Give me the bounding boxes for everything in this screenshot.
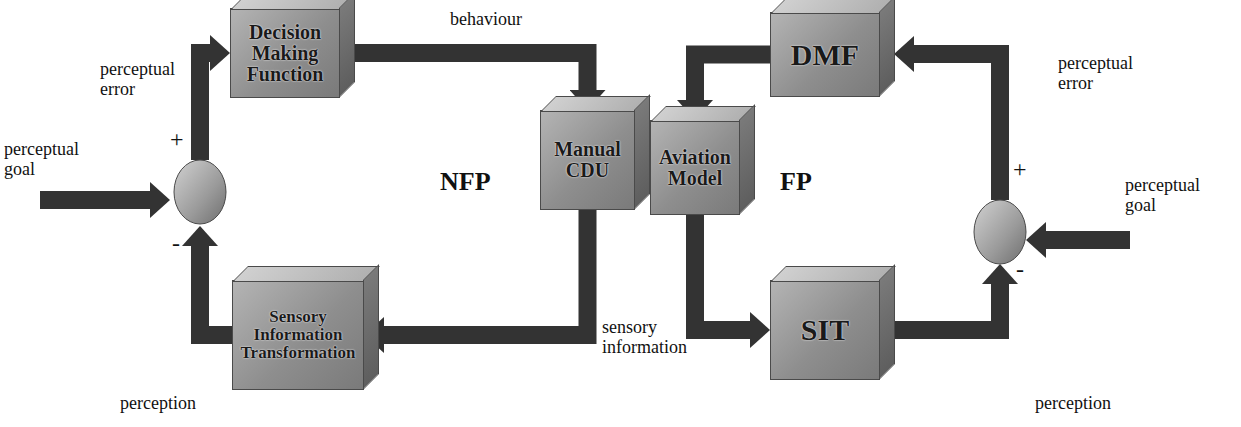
text-holder: Decision Making Function bbox=[237, 22, 333, 85]
cube-top-face bbox=[770, 266, 896, 282]
signal-label: perceptual error bbox=[1058, 54, 1148, 94]
text-holder: Sensory Information Transformation bbox=[239, 308, 357, 362]
signal-label: perceptual error bbox=[100, 60, 190, 100]
signal-label: perception bbox=[1035, 394, 1135, 414]
comparator bbox=[174, 160, 226, 224]
text-holder: Manual CDU bbox=[547, 139, 628, 181]
perception-arrow bbox=[200, 246, 232, 335]
signal-label: perceptual goal bbox=[4, 140, 94, 180]
signal-label: - bbox=[172, 230, 192, 256]
process-cube: Aviation Model bbox=[650, 120, 740, 215]
cube-side-face bbox=[739, 104, 755, 215]
cube-side-face bbox=[634, 94, 650, 210]
node-text: DMF bbox=[777, 39, 873, 71]
node-text: Aviation Model bbox=[657, 147, 733, 189]
cube-top-face bbox=[232, 266, 380, 282]
cube-side-face bbox=[339, 0, 355, 98]
text-holder: DMF bbox=[777, 39, 873, 71]
loop-name: FP bbox=[780, 168, 830, 197]
text-holder: SIT bbox=[777, 314, 873, 346]
error-arrow bbox=[914, 54, 1000, 200]
node-text: Decision Making Function bbox=[237, 22, 333, 85]
goal-arrow bbox=[40, 191, 150, 209]
signal-label: - bbox=[1016, 256, 1036, 282]
node-text: Sensory Information Transformation bbox=[239, 308, 357, 362]
edge-label: behaviour bbox=[450, 10, 550, 30]
process-cube: DMF bbox=[770, 12, 880, 97]
loop-name: NFP bbox=[440, 168, 510, 197]
text-holder: Aviation Model bbox=[657, 147, 733, 189]
flow-arrow bbox=[695, 215, 750, 330]
signal-label: + bbox=[170, 126, 190, 152]
signal-label: + bbox=[1013, 156, 1033, 182]
cube-side-face bbox=[879, 0, 895, 97]
cube-top-face bbox=[770, 0, 896, 14]
process-cube: SIT bbox=[770, 280, 880, 380]
comparator bbox=[974, 200, 1026, 264]
cube-side-face bbox=[879, 264, 895, 380]
flow-arrow bbox=[340, 53, 588, 90]
signal-label: perceptual goal bbox=[1125, 176, 1225, 216]
edge-label: sensory information bbox=[602, 318, 702, 358]
cube-side-face bbox=[363, 264, 379, 390]
perception-arrow bbox=[894, 284, 1000, 330]
cube-top-face bbox=[230, 0, 356, 10]
flow-arrow bbox=[695, 55, 770, 101]
signal-label: perception bbox=[120, 394, 220, 414]
process-cube: Decision Making Function bbox=[230, 8, 340, 98]
error-arrow bbox=[200, 53, 210, 160]
goal-arrow bbox=[1046, 231, 1130, 249]
flow-arrow bbox=[384, 210, 588, 335]
process-cube: Sensory Information Transformation bbox=[232, 280, 364, 390]
node-text: Manual CDU bbox=[547, 139, 628, 181]
process-cube: Manual CDU bbox=[540, 110, 635, 210]
node-text: SIT bbox=[777, 314, 873, 346]
